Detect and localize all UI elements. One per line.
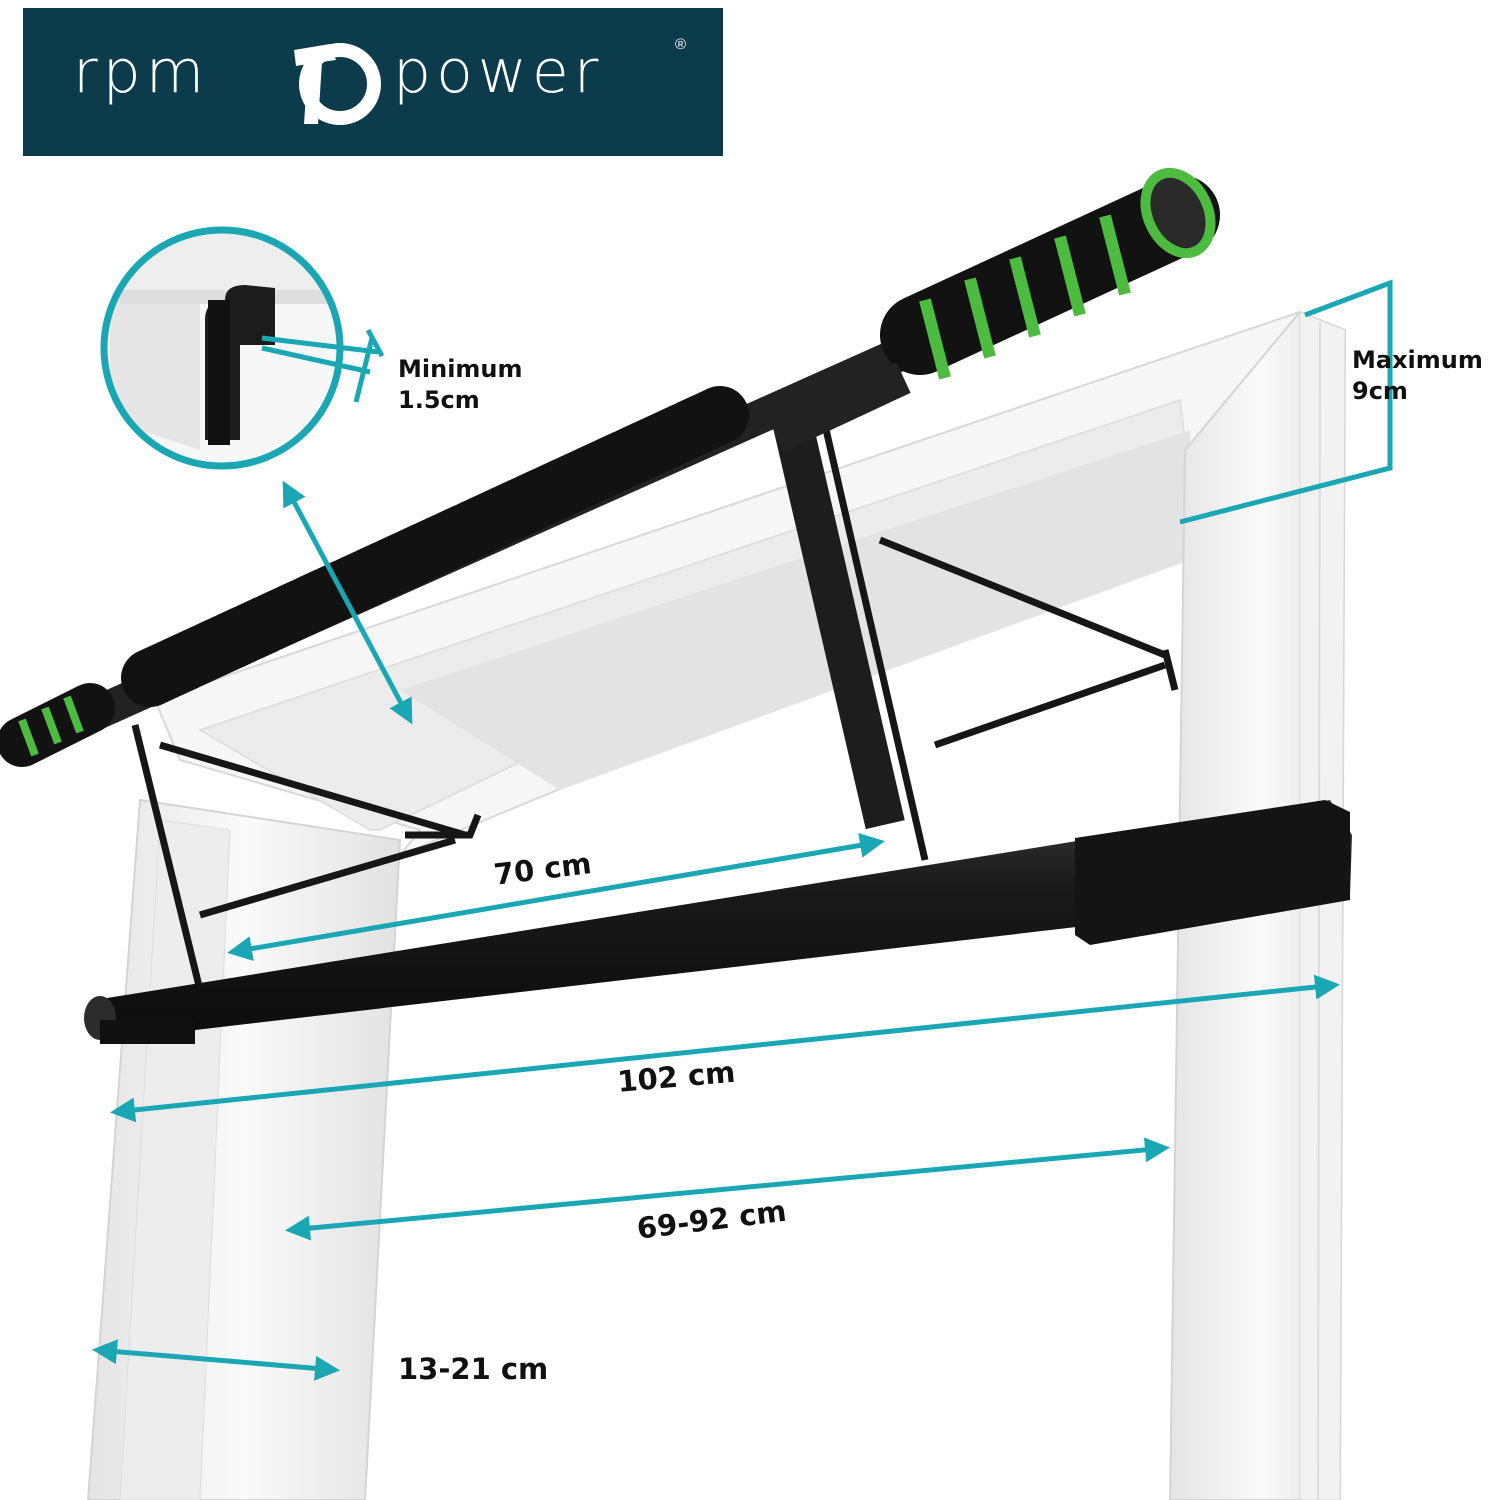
brand-name-left: rpm xyxy=(73,37,210,107)
arrow-70cm xyxy=(227,833,885,961)
top-bar xyxy=(0,167,1220,767)
arrow-102cm xyxy=(110,974,1340,1123)
brand-name-right: power xyxy=(393,37,604,107)
right-post xyxy=(771,410,905,830)
maximum-label-title: Maximum xyxy=(1352,346,1483,374)
right-end-grip xyxy=(880,175,1220,375)
right-bracket xyxy=(821,424,1179,861)
minimum-label: Minimum 1.5cm xyxy=(398,354,523,416)
long-foam-grip xyxy=(121,386,749,707)
inset-pointer-arrow xyxy=(282,480,413,725)
dimension-lines xyxy=(92,279,1393,1381)
maximum-label: Maximum 9cm xyxy=(1352,345,1483,407)
maximum-label-value: 9cm xyxy=(1352,377,1408,405)
brand-mark-icon xyxy=(294,43,381,125)
registered-mark: ® xyxy=(675,36,687,53)
detail-inset xyxy=(100,226,344,470)
arrow-13-21cm xyxy=(92,1339,340,1381)
brand-logo: rpm power ® xyxy=(23,8,723,156)
minimum-label-value: 1.5cm xyxy=(398,386,480,414)
frame-width-label: 13-21 cm xyxy=(398,1352,549,1386)
minimum-label-title: Minimum xyxy=(398,355,523,383)
left-end-grip xyxy=(0,683,115,767)
arrow-69-92cm xyxy=(285,1137,1170,1241)
